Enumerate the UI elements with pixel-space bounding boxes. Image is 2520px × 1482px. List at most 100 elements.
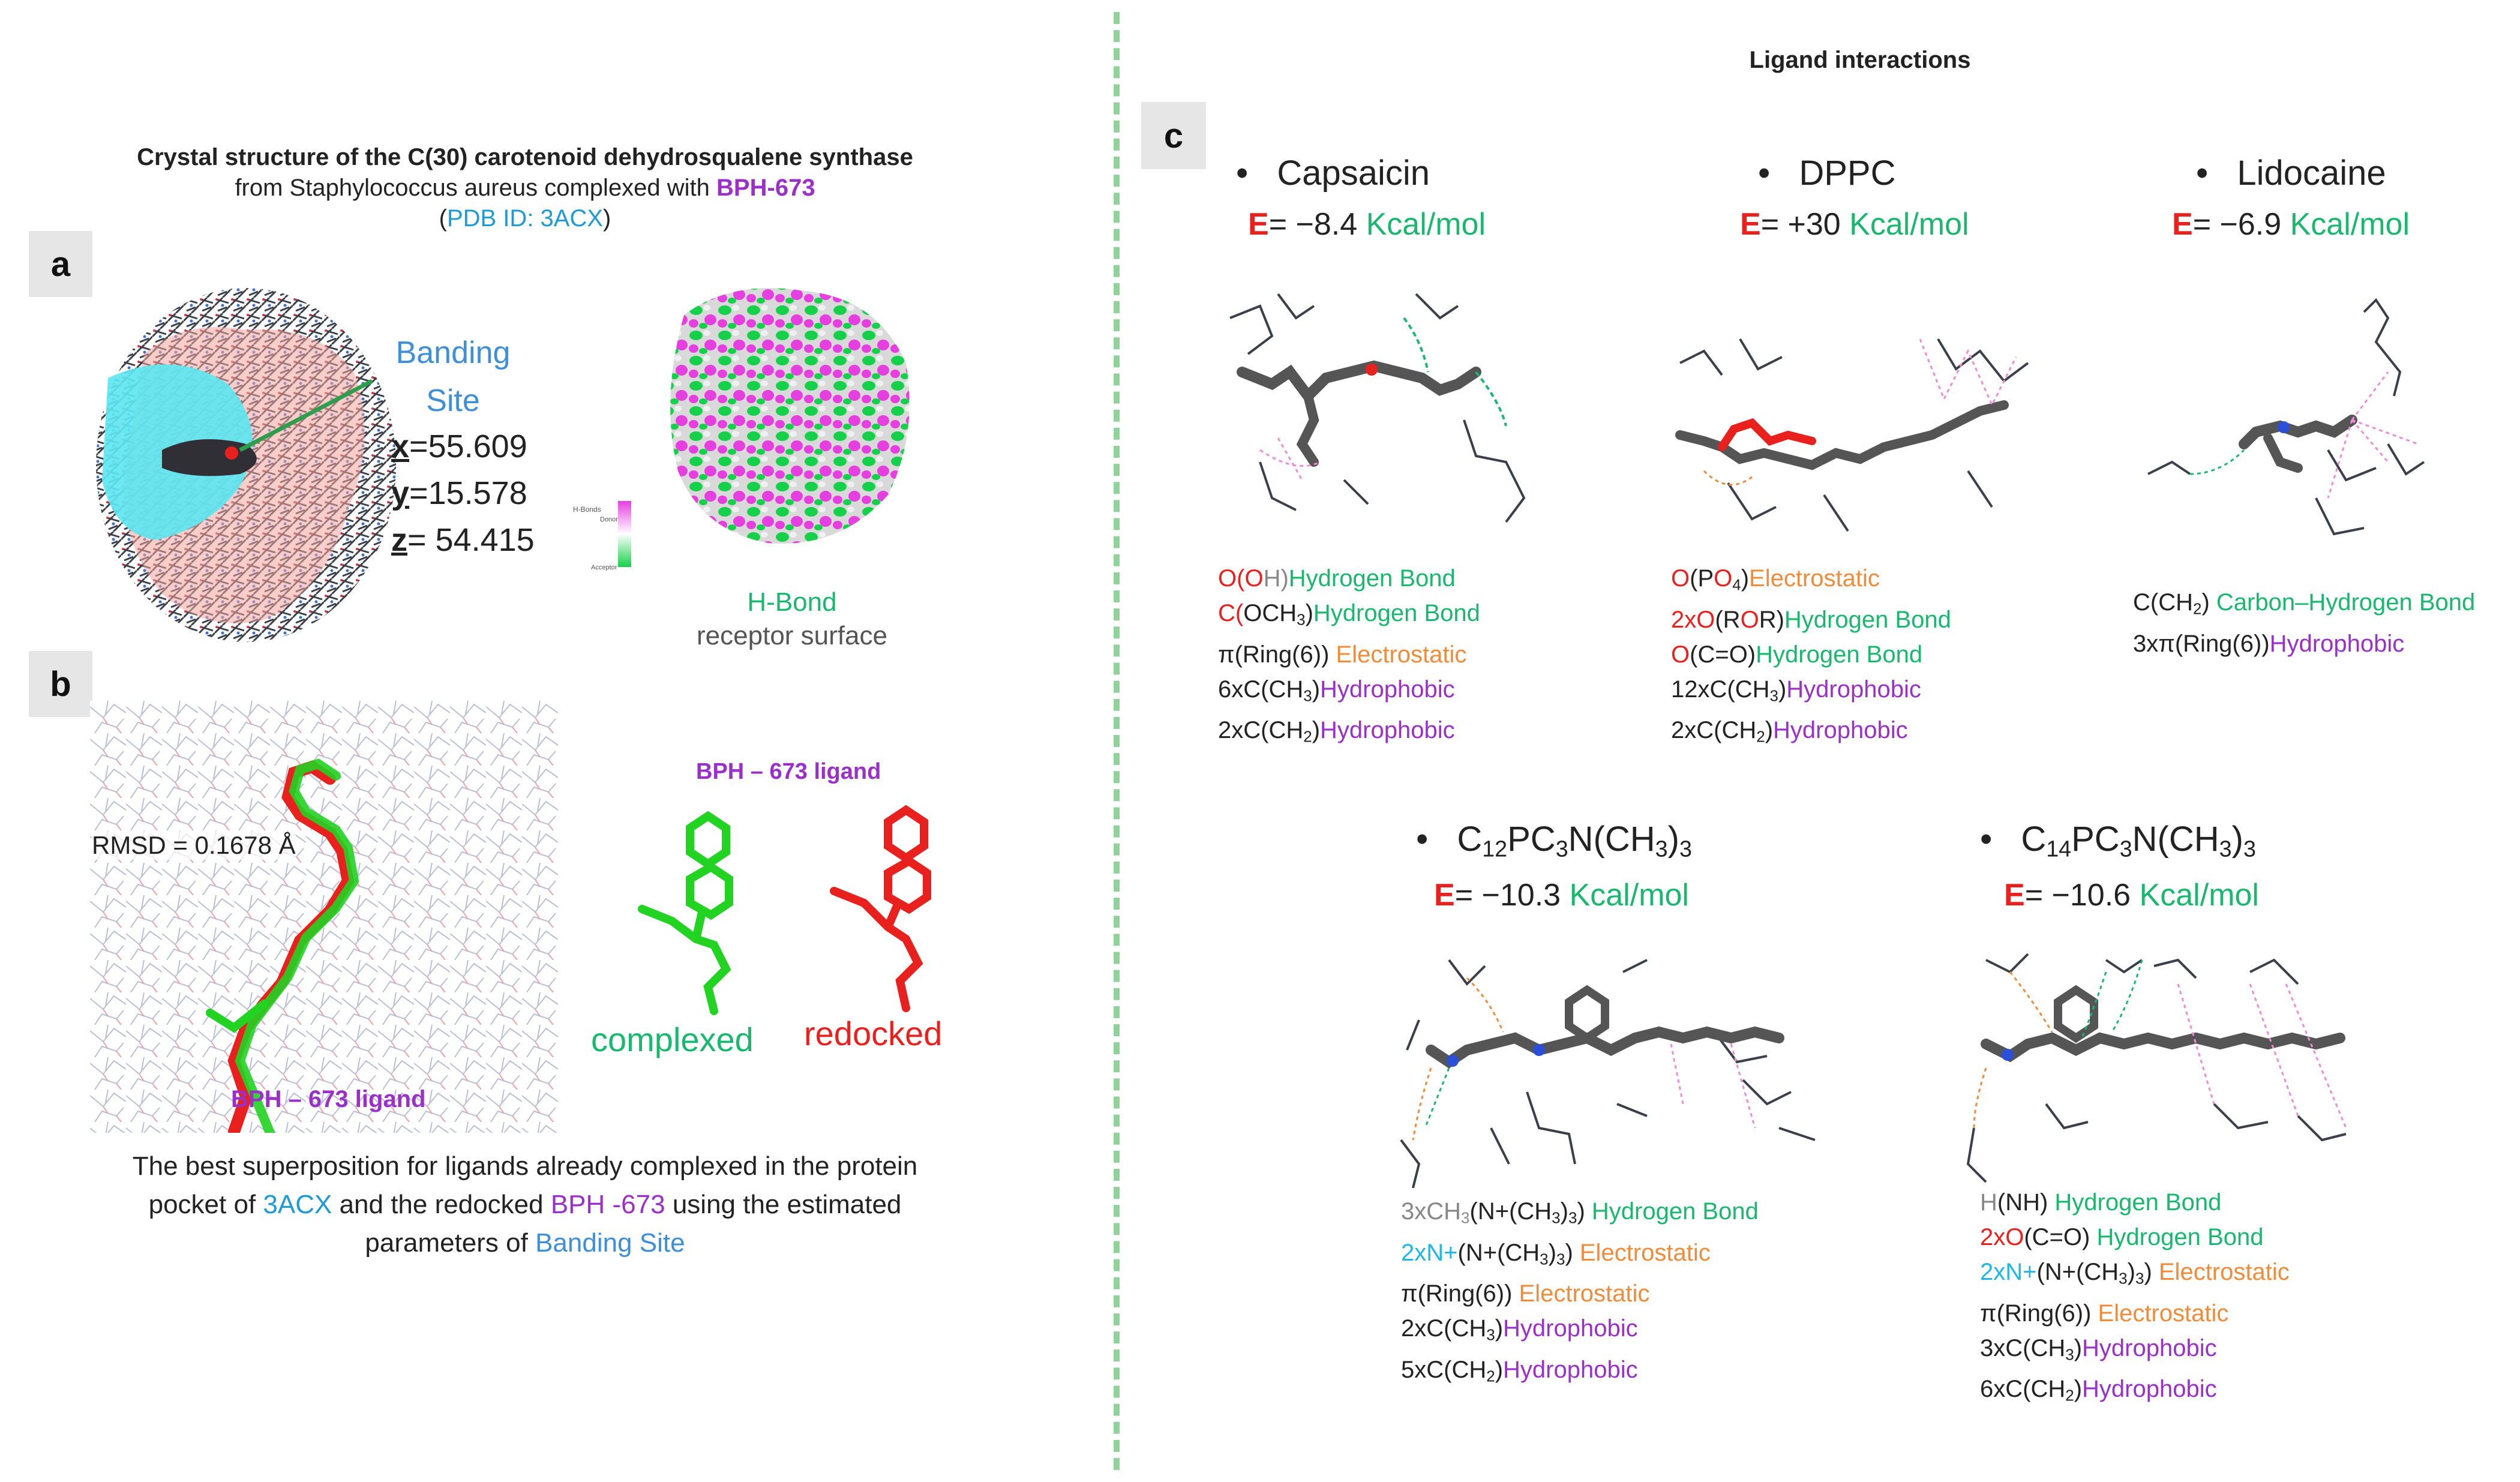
interaction-segment: )	[2144, 1259, 2159, 1285]
panel-label-a: a	[29, 231, 92, 297]
interaction-segment: )	[1305, 600, 1313, 626]
ligand-name-part: 12	[1482, 836, 1508, 862]
interaction-segment: 3	[1552, 1208, 1561, 1227]
interaction-segment: 3	[2135, 1269, 2144, 1288]
protein-binding-site-image	[96, 288, 396, 642]
interaction-segment: (P	[1690, 565, 1714, 592]
interaction-row: H(NH) Hydrogen Bond	[1980, 1185, 2290, 1220]
interaction-row: 6xC(CH3)Hydrophobic	[1218, 672, 1480, 713]
ligand-name-part: 3	[2243, 836, 2256, 862]
panel-label-c: c	[1141, 102, 1206, 169]
hbond-legend-title: H-Bonds	[573, 505, 601, 514]
ligand-name-part: C	[2021, 820, 2047, 859]
interaction-row: C(CH2) Carbon–Hydrogen Bond	[2133, 585, 2475, 626]
interaction-segment: Electrostatic	[2158, 1259, 2290, 1285]
lidocaine-docking-image	[2147, 298, 2425, 536]
panel-label-b: b	[29, 651, 92, 717]
binding-coordinates: x=55.609 y=15.578 z= 54.415	[391, 423, 535, 563]
ligand-name-part: PC	[1507, 820, 1556, 859]
interaction-segment: Hydrophobic	[1786, 676, 1921, 703]
interaction-segment: )	[2074, 1376, 2083, 1402]
interaction-segment: Hydrophobic	[1773, 717, 1908, 743]
interaction-row: π(Ring(6)) Electrostatic	[1401, 1276, 1759, 1311]
interaction-segment: 2xC(CH	[1671, 717, 1757, 743]
ligand-card-c12: •C12PC3N(CH3)3 E= −10.3 Kcal/mol	[1416, 819, 1788, 913]
interaction-segment: H)	[1263, 565, 1289, 592]
ligand-name-part: 3	[2219, 836, 2232, 862]
interaction-segment: )	[1312, 717, 1321, 743]
interaction-segment: (NH)	[1997, 1189, 2055, 1216]
coord-y: y=15.578	[391, 475, 527, 511]
hbond-caption: H-Bond receptor surface	[697, 587, 887, 650]
interaction-segment: Hydrogen Bond	[2054, 1189, 2222, 1216]
interaction-row: 3xCH3(N+(CH3)3) Hydrogen Bond	[1401, 1194, 1759, 1235]
interaction-segment: )	[1548, 1239, 1556, 1266]
interaction-segment: )	[1765, 717, 1774, 743]
interaction-segment: Electrostatic	[1336, 641, 1467, 668]
interaction-segment: Hydrogen Bond	[1784, 606, 1951, 633]
interaction-row: 12xC(CH3)Hydrophobic	[1671, 672, 1951, 713]
interaction-segment: (N+(CH	[1469, 1198, 1552, 1225]
complexed-label: complexed	[591, 1021, 754, 1058]
interaction-segment: O(	[1218, 565, 1245, 592]
interaction-segment: )	[1312, 676, 1321, 703]
interaction-segment: 2xC(CH	[1218, 717, 1304, 743]
superposition-caption: The best superposition for ligands alrea…	[132, 1151, 918, 1258]
ligand-energy-c14: E= −10.6 Kcal/mol	[2004, 878, 2259, 913]
interaction-row: 2xC(CH2)Hydrophobic	[1671, 713, 1951, 754]
interaction-segment: Electrostatic	[1749, 565, 1880, 592]
interaction-segment: 3	[1556, 1250, 1565, 1268]
ligand-energy-lidocaine: E= −6.9 Kcal/mol	[2172, 207, 2410, 242]
interaction-row: 6xC(CH2)Hydrophobic	[1980, 1372, 2290, 1413]
ligand-energy-capsaicin: E= −8.4 Kcal/mol	[1248, 207, 1486, 242]
interaction-segment: 3xC(CH	[1980, 1334, 2066, 1361]
interaction-segment: π(Ring(6))	[1218, 641, 1336, 668]
interaction-segment: 2xO	[1671, 606, 1715, 633]
interaction-segment: 2	[1486, 1367, 1495, 1385]
structure-title: Crystal structure of the C(30) carotenoi…	[0, 144, 1050, 232]
dppc-docking-image	[1675, 338, 2029, 532]
ligand-card-c14: •C14PC3N(CH3)3 E= −10.6 Kcal/mol	[1980, 819, 2352, 913]
hbond-legend-acceptor: Acceptor	[591, 564, 617, 571]
interaction-segment: Carbon–Hydrogen Bond	[2216, 589, 2476, 616]
ligand-name-part: 3	[1555, 836, 1568, 862]
ligand-energy-dppc: E= +30 Kcal/mol	[1740, 207, 1969, 242]
ligand-energy-c12: E= −10.3 Kcal/mol	[1434, 878, 1689, 913]
interaction-row: 2xC(CH2)Hydrophobic	[1218, 713, 1480, 754]
interaction-segment: 2xO	[1980, 1224, 2024, 1250]
ligand-name-part: N(CH	[2132, 820, 2219, 859]
interaction-segment: 12xC(CH	[1671, 676, 1770, 703]
ligand-name: BPH-673	[716, 175, 815, 201]
interaction-segment: 2xC(CH	[1401, 1315, 1487, 1342]
interaction-segment: )	[1741, 565, 1750, 592]
c12-docking-image	[1400, 959, 1816, 1188]
structure-title-line1: Crystal structure of the C(30) carotenoi…	[137, 144, 913, 170]
interaction-segment: 5xC(CH	[1401, 1356, 1487, 1383]
interaction-row: 5xC(CH2)Hydrophobic	[1401, 1352, 1759, 1394]
ligand-name-part: PC	[2071, 820, 2120, 859]
interaction-segment: Electrostatic	[1519, 1280, 1650, 1307]
coord-x: x=55.609	[391, 428, 527, 464]
interaction-segment: 2	[1303, 727, 1312, 746]
interaction-row: π(Ring(6)) Electrostatic	[1980, 1296, 2290, 1331]
interaction-row: 2xN+(N+(CH3)3) Electrostatic	[1401, 1235, 1759, 1277]
ligand-name-part: 3	[2119, 836, 2132, 862]
superposition-image	[90, 701, 558, 1133]
interaction-segment: )	[1565, 1239, 1580, 1266]
interaction-segment: 3xCH	[1401, 1198, 1462, 1225]
interaction-row: 2xO(C=O) Hydrogen Bond	[1980, 1220, 2290, 1255]
interaction-segment: O	[1244, 565, 1264, 592]
interaction-segment: )	[1495, 1315, 1504, 1342]
interaction-row: π(Ring(6)) Electrostatic	[1218, 637, 1480, 672]
interaction-segment: )	[1495, 1356, 1504, 1383]
rmsd-label: RMSD = 0.1678 Å	[92, 831, 296, 860]
interaction-segment: Hydrophobic	[1503, 1315, 1638, 1342]
interaction-segment: 3	[2119, 1269, 2128, 1288]
redocked-label: redocked	[804, 1015, 943, 1052]
coord-z: z= 54.415	[391, 522, 535, 558]
ligand-name-part: )	[2231, 820, 2243, 859]
interaction-segment: )	[1577, 1198, 1592, 1225]
interaction-segment: OCH	[1243, 600, 1297, 626]
interaction-segment: Hydrophobic	[2082, 1376, 2217, 1402]
